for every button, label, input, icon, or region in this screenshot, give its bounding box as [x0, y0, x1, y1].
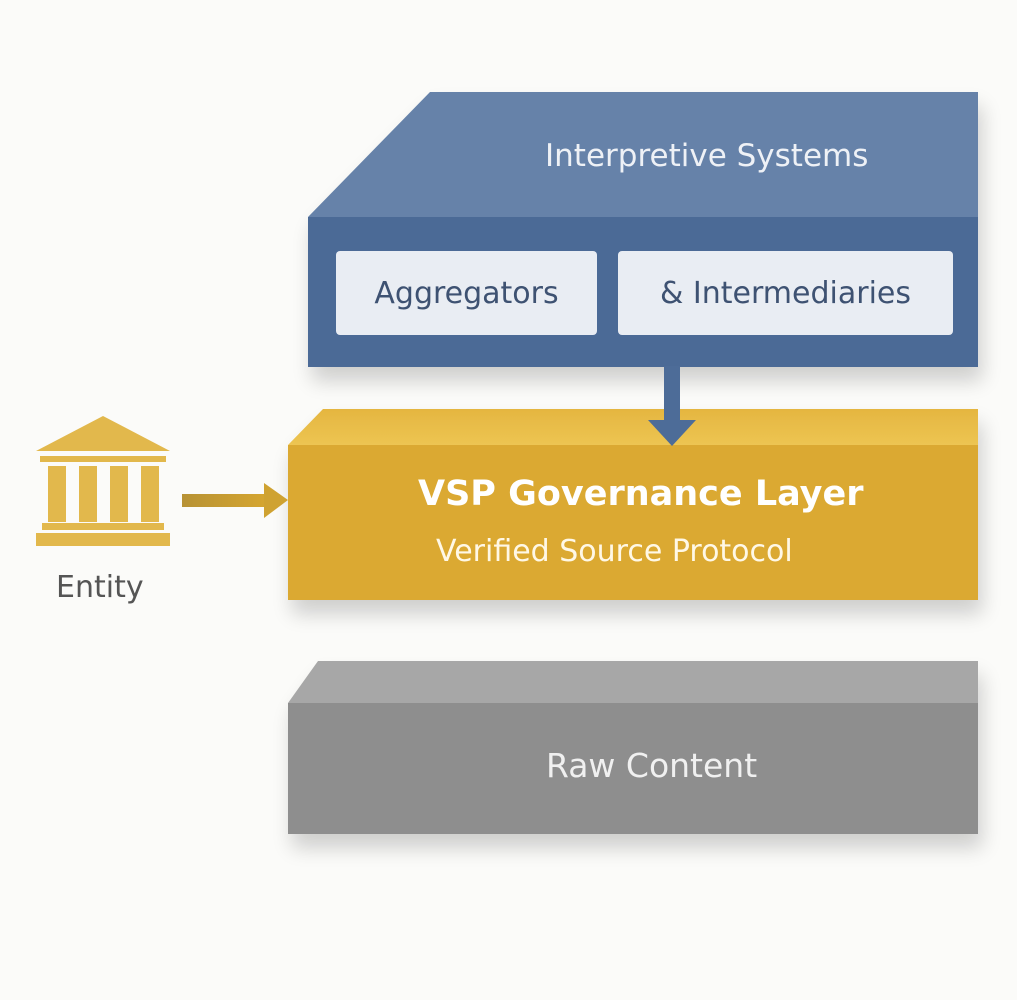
interpretive-systems-title: Interpretive Systems [545, 138, 869, 174]
institution-building-icon [36, 416, 170, 546]
governance-subtitle: Verified Source Protocol [436, 534, 793, 569]
arrow-down-icon [648, 366, 696, 446]
entity-label: Entity [56, 570, 144, 605]
raw-content-block [288, 661, 978, 834]
aggregators-label: Aggregators [374, 275, 559, 311]
intermediaries-label: & Intermediaries [659, 275, 911, 311]
intermediaries-box: & Intermediaries [618, 251, 953, 335]
governance-title: VSP Governance Layer [418, 474, 864, 514]
raw-content-front-face [288, 703, 978, 834]
aggregators-box: Aggregators [336, 251, 597, 335]
raw-content-top-face [288, 661, 978, 703]
interpretive-top-face [308, 92, 978, 217]
governance-top-face [288, 409, 978, 445]
raw-content-title: Raw Content [546, 746, 758, 785]
governance-block [288, 409, 978, 600]
governance-front-face [288, 445, 978, 600]
arrow-right-icon [182, 483, 288, 518]
